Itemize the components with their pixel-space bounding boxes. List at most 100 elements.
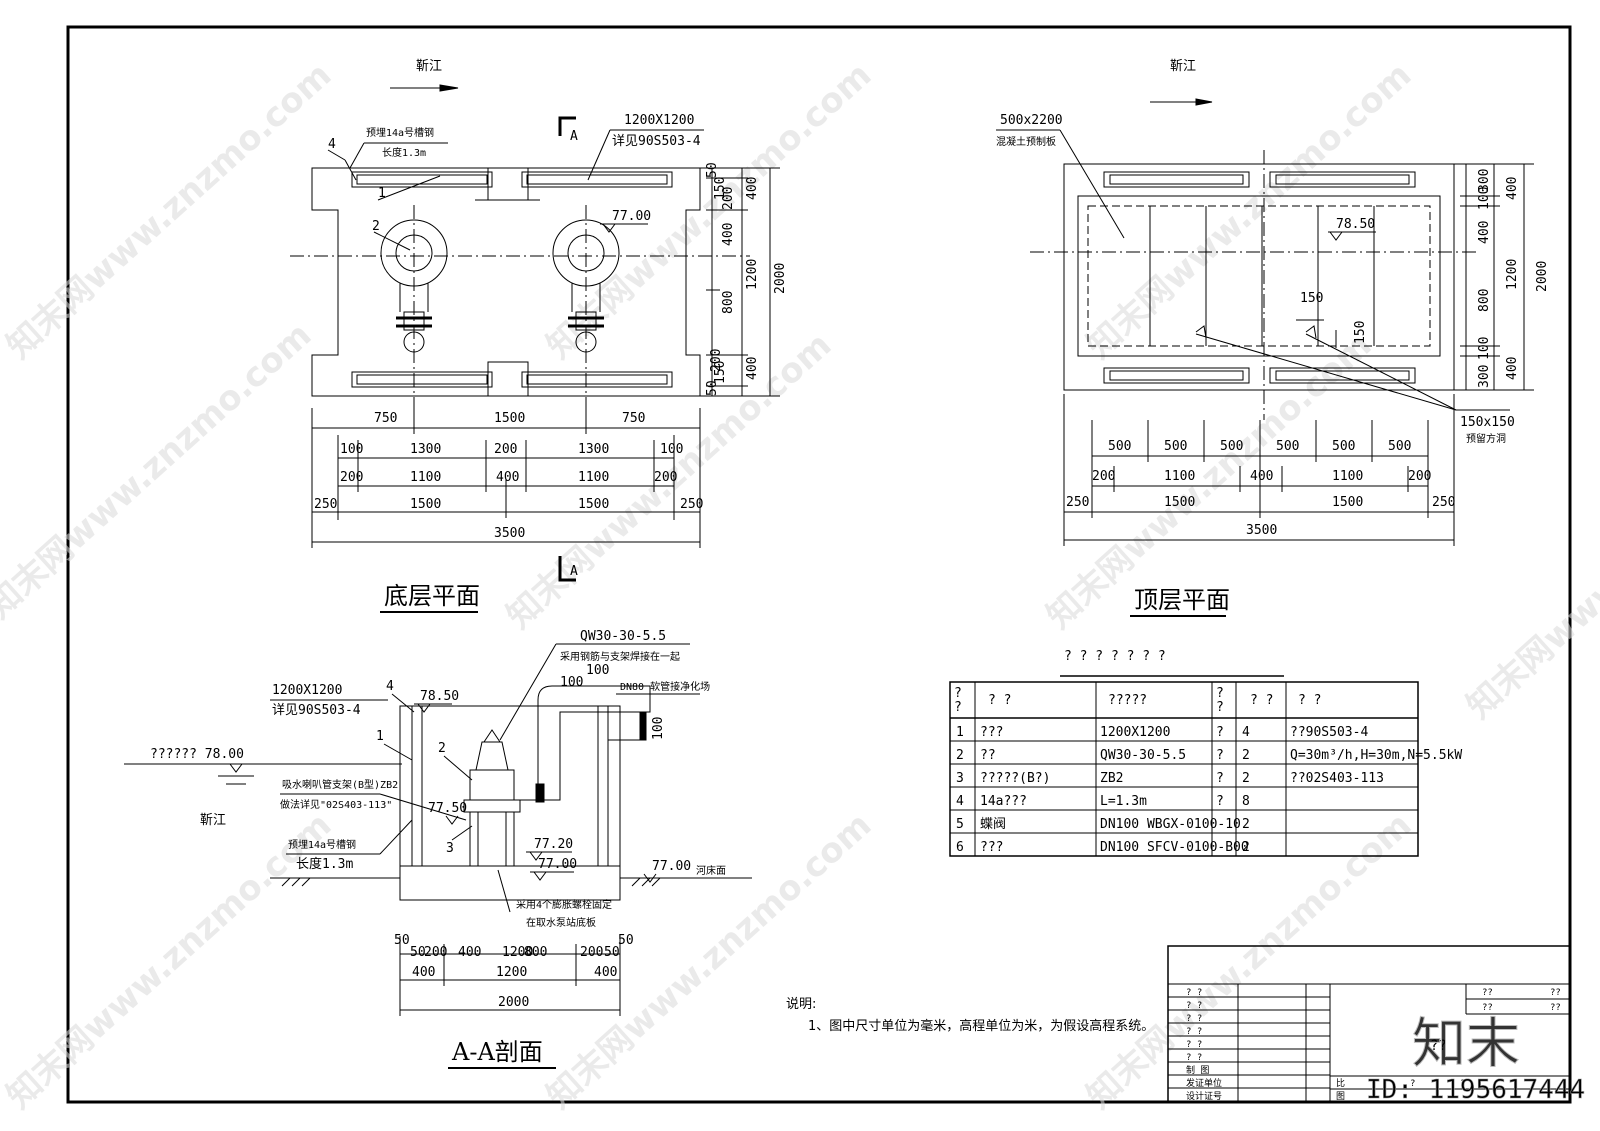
bolt-note-2: 在取水泵站底板 (526, 916, 596, 929)
dim-vertical: 400 (1477, 221, 1492, 244)
title-block-cell: ?? (1482, 1003, 1493, 1013)
table-cell: 3 (956, 771, 964, 786)
table-cell: 4 (1242, 725, 1250, 740)
dim-vertical: 100 (1477, 187, 1492, 210)
section-label-1: 1 (376, 729, 384, 744)
pump-body (469, 769, 515, 801)
watermark-text: 知末网www.znzmo.com (1079, 55, 1419, 367)
table-cell: 2 (956, 748, 964, 763)
title-block-label: 设计证号 (1186, 1090, 1222, 1102)
pipe-dim: 100 (560, 675, 583, 690)
item-label-2: 2 (372, 219, 380, 234)
dim: 250 (314, 497, 337, 512)
dim-vertical: 400 (721, 223, 736, 246)
top-plan-title: 顶层平面 (1134, 586, 1230, 614)
dim: 500 (1276, 439, 1299, 454)
watermark-logo: 知末 (1412, 1012, 1520, 1075)
dim-vertical: 300 (1477, 365, 1492, 388)
dim-vertical: 50 (705, 162, 720, 178)
dim-vertical: 200 (709, 349, 724, 372)
title-block (1167, 945, 1571, 1103)
dim: 200 (494, 442, 517, 457)
dim-vertical: 800 (721, 291, 736, 314)
dim-vertical: 150 (713, 361, 728, 384)
dim: 400 (594, 965, 617, 980)
watermark-layer: 知末网www.znzmo.com 知末网www.znzmo.com 知末网www… (0, 55, 1600, 1117)
title-block-label: 发证单位 (1186, 1077, 1222, 1089)
dim: 400 (496, 470, 519, 485)
level-a: 77.20 (534, 837, 573, 852)
table-cell: ? (1216, 771, 1224, 786)
bottom-plan-dims (311, 408, 701, 548)
title-block-label: 制 图 (1186, 1064, 1209, 1076)
dim: 50 (604, 945, 620, 960)
title-block-label: ? ? (1186, 1027, 1202, 1037)
watermark-text: 知末网www.znzmo.com (0, 315, 319, 627)
dim: 1200 (496, 965, 527, 980)
title-block-cell: ? (1460, 1079, 1465, 1089)
dim-vertical: 400 (1505, 357, 1520, 380)
opening-dim: 150 (1300, 291, 1323, 306)
table-header-cell: ? ? (1298, 693, 1321, 708)
dim: 500 (1332, 439, 1355, 454)
callout-ref: 详见90S503-4 (612, 134, 701, 149)
dim: 400 (412, 965, 435, 980)
riverbed-label: 河床面 (696, 864, 726, 877)
section-opening: 1200X1200 (272, 683, 342, 698)
table-cell: ?? (980, 748, 996, 763)
table-header-cell: ? ? (988, 693, 1011, 708)
table-cell: 2 (1242, 771, 1250, 786)
title-block-label: ? ? (1186, 1040, 1202, 1050)
dim-vertical: 2000 (1535, 261, 1550, 292)
section-a-a: ?????? 78.00 靳江 4 1 2 3 1200X1200 (124, 629, 752, 1069)
table-cell: ??02S403-113 (1290, 771, 1384, 786)
table-cell: 6 (956, 840, 964, 855)
title-block-label: ? ? (1186, 988, 1202, 998)
dim: 200 (1092, 469, 1115, 484)
dim: 750 (622, 411, 645, 426)
dim: 500 (1164, 439, 1187, 454)
dim: 100 (660, 442, 683, 457)
dim: 400 (458, 945, 481, 960)
callout-length: 长度1.3m (382, 146, 426, 159)
top-elevation: 78.50 (1336, 217, 1375, 232)
top-outline (1063, 163, 1455, 391)
watermark-text: 知末网www.znzmo.com (539, 55, 879, 367)
opening-callout: 150x150 (1460, 415, 1515, 430)
level-top: 78.50 (420, 689, 459, 704)
level-b: 77.00 (538, 857, 577, 872)
item-label-4: 4 (328, 137, 336, 152)
section-label-4: 4 (386, 679, 394, 694)
dim-vertical: 400 (745, 357, 760, 380)
section-river: 靳江 (200, 813, 226, 828)
pump-note: 采用钢筋与支架焊接在一起 (560, 650, 680, 663)
table-cell: 4 (956, 794, 964, 809)
title-block-label: 比 (1336, 1077, 1345, 1089)
table-cell: DN100 WBGX-0100-10 (1100, 817, 1241, 832)
dim: 500 (1108, 439, 1131, 454)
notes-label: 说明: (786, 997, 816, 1012)
dim: 50 (410, 945, 426, 960)
pipe-note: DN80 软管接净化场 (620, 680, 710, 693)
table-cell: 1200X1200 (1100, 725, 1170, 740)
watermark-text: 知末网www.znzmo.com (539, 805, 879, 1117)
table-cell: 14a??? (980, 794, 1027, 809)
table-header-cell: ? ? (1250, 693, 1273, 708)
section-mark-top: A (570, 129, 578, 144)
dim: 200 (424, 945, 447, 960)
dim: 800 (524, 945, 547, 960)
dim: 1500 (1332, 495, 1363, 510)
river-label: 靳江 (416, 59, 442, 74)
table-cell: 2 (1242, 840, 1250, 855)
title-block-cell: ? (1410, 1079, 1415, 1089)
watermark-text: 知末网www.znzmo.com (0, 805, 339, 1117)
table-header-cell: ? (1216, 686, 1224, 701)
table-header-cell: ? (1216, 700, 1224, 715)
title-block-cell: ?? (1550, 988, 1561, 998)
bolt-note: 采用4个膨胀螺栓固定 (516, 898, 612, 911)
dim: 200 (340, 470, 363, 485)
notes-line-1: 1、图中尺寸单位为毫米，高程单位为米，为假设高程系统。 (808, 1018, 1154, 1034)
title-block-label: ? ? (1186, 1053, 1202, 1063)
table-body: ??? ????????? ?? ?1???1200X1200?4??90S50… (954, 686, 1462, 855)
dim-vertical: 400 (1505, 177, 1520, 200)
